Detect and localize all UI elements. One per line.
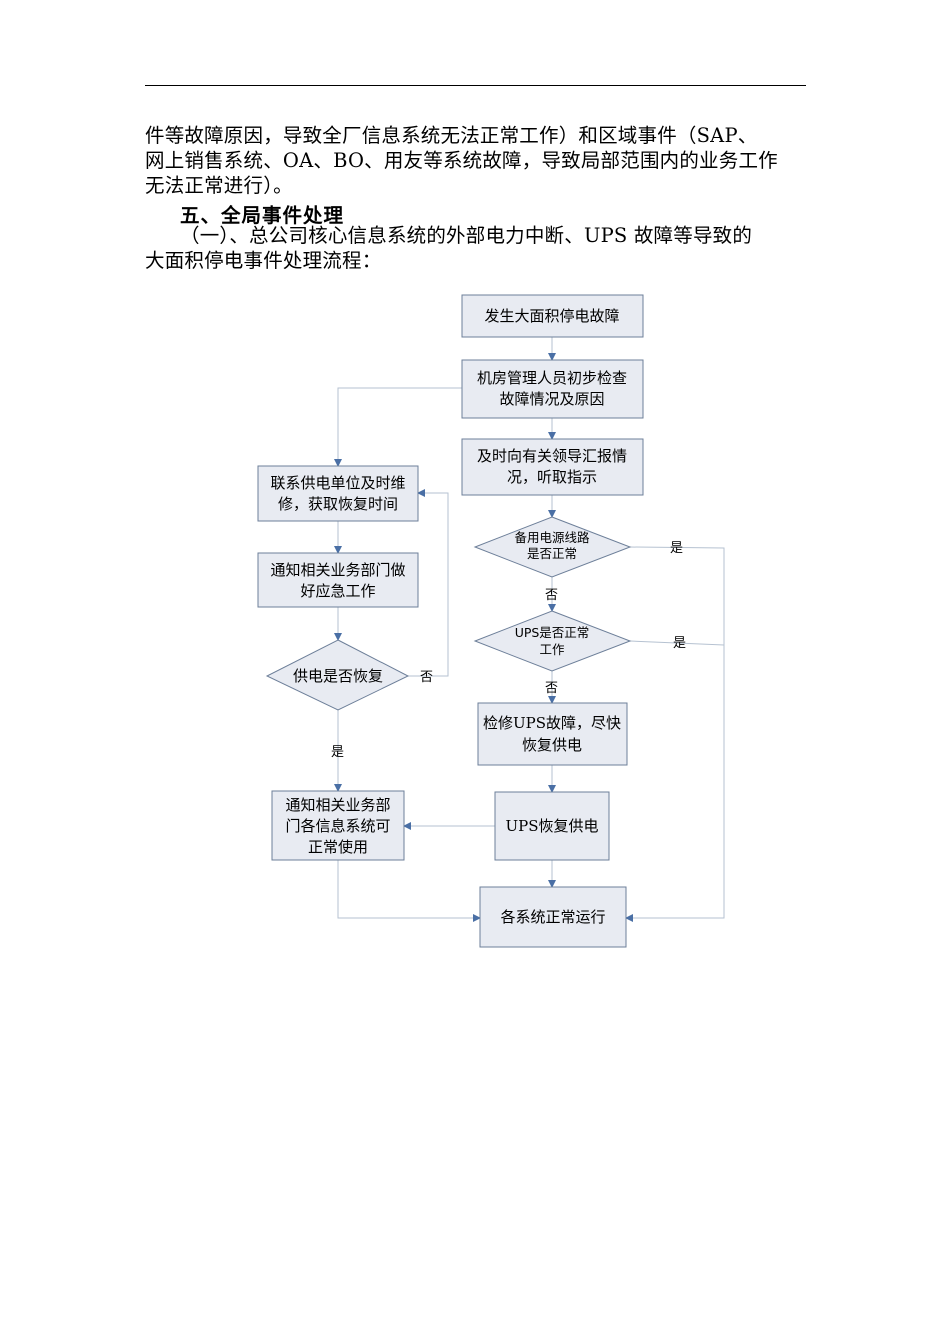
node-inspect-label-1: 机房管理人员初步检查 <box>477 369 627 387</box>
node-ups-restored: UPS恢复供电 <box>494 791 610 861</box>
node-notify-systems-label-3: 正常使用 <box>308 838 368 856</box>
node-notify-departments: 通知相关业务部门做 好应急工作 <box>257 552 419 608</box>
edge-d2-yes <box>629 640 725 646</box>
node-report-label-2: 况，听取指示 <box>507 468 597 486</box>
label-no-backup: 否 <box>545 588 558 603</box>
decision-backup-line: 备用电源线路 是否正常 <box>473 516 632 578</box>
node-start: 发生大面积停电故障 <box>461 294 644 338</box>
node-normal: 各系统正常运行 <box>479 886 627 948</box>
node-report: 及时向有关领导汇报情 况，听取指示 <box>461 438 644 496</box>
sub-heading-line-1: （一）、总公司核心信息系统的外部电力中断、UPS 故障等导致的 <box>180 224 753 247</box>
node-inspect: 机房管理人员初步检查 故障情况及原因 <box>461 359 644 419</box>
node-notify-systems-label-1: 通知相关业务部 <box>285 796 390 814</box>
node-notify-label-1: 通知相关业务部门做 <box>270 561 405 579</box>
node-ups-restored-label: UPS恢复供电 <box>505 817 598 835</box>
body-line-2: 网上销售系统、OA、BO、用友等系统故障，导致局部范围内的业务工作 <box>145 149 778 172</box>
node-start-label: 发生大面积停电故障 <box>484 307 619 325</box>
label-no-ups: 否 <box>545 681 558 696</box>
node-notify-systems: 通知相关业务部 门各信息系统可 正常使用 <box>271 790 405 861</box>
node-repair-ups: 检修UPS故障，尽快 恢复供电 <box>477 702 628 766</box>
label-yes-ups: 是 <box>673 636 686 651</box>
header-rule <box>145 85 806 86</box>
node-contact-supplier: 联系供电单位及时维 修，获取恢复时间 <box>257 465 419 522</box>
edge-d1-yes <box>625 546 725 922</box>
decision-backup-label-1: 备用电源线路 <box>514 530 590 545</box>
section-heading: 五、全局事件处理 <box>180 204 345 227</box>
node-notify-systems-label-2: 门各信息系统可 <box>285 817 390 835</box>
node-inspect-label-2: 故障情况及原因 <box>499 390 604 408</box>
node-normal-label: 各系统正常运行 <box>500 908 605 926</box>
decision-ups-label-1: UPS是否正常 <box>515 625 590 640</box>
label-yes-power: 是 <box>331 745 344 760</box>
body-line-3: 无法正常进行）。 <box>145 174 293 197</box>
body-line-1: 件等故障原因，导致全厂信息系统无法正常工作）和区域事件（SAP、 <box>145 124 758 147</box>
decision-ups-label-2: 工作 <box>539 642 565 657</box>
decision-power-label: 供电是否恢复 <box>293 667 383 685</box>
node-report-label-1: 及时向有关领导汇报情 <box>477 447 627 465</box>
sub-heading-line-2: 大面积停电事件处理流程： <box>145 249 382 272</box>
edge-n2-l1 <box>334 387 462 467</box>
decision-power-restored: 供电是否恢复 <box>265 639 410 711</box>
label-yes-backup: 是 <box>670 541 683 556</box>
node-contact-label-2: 修，获取恢复时间 <box>278 495 398 513</box>
node-contact-label-1: 联系供电单位及时维 <box>270 474 405 492</box>
label-no-power: 否 <box>420 670 433 685</box>
node-repair-label-1: 检修UPS故障，尽快 <box>483 714 621 732</box>
decision-backup-label-2: 是否正常 <box>527 546 577 561</box>
edge-ld-no <box>408 489 449 677</box>
node-notify-label-2: 好应急工作 <box>300 582 375 600</box>
node-repair-label-2: 恢复供电 <box>522 736 582 754</box>
connectors <box>334 337 725 922</box>
decision-ups: UPS是否正常 工作 <box>473 610 632 672</box>
edge-l3-n6 <box>337 860 481 922</box>
